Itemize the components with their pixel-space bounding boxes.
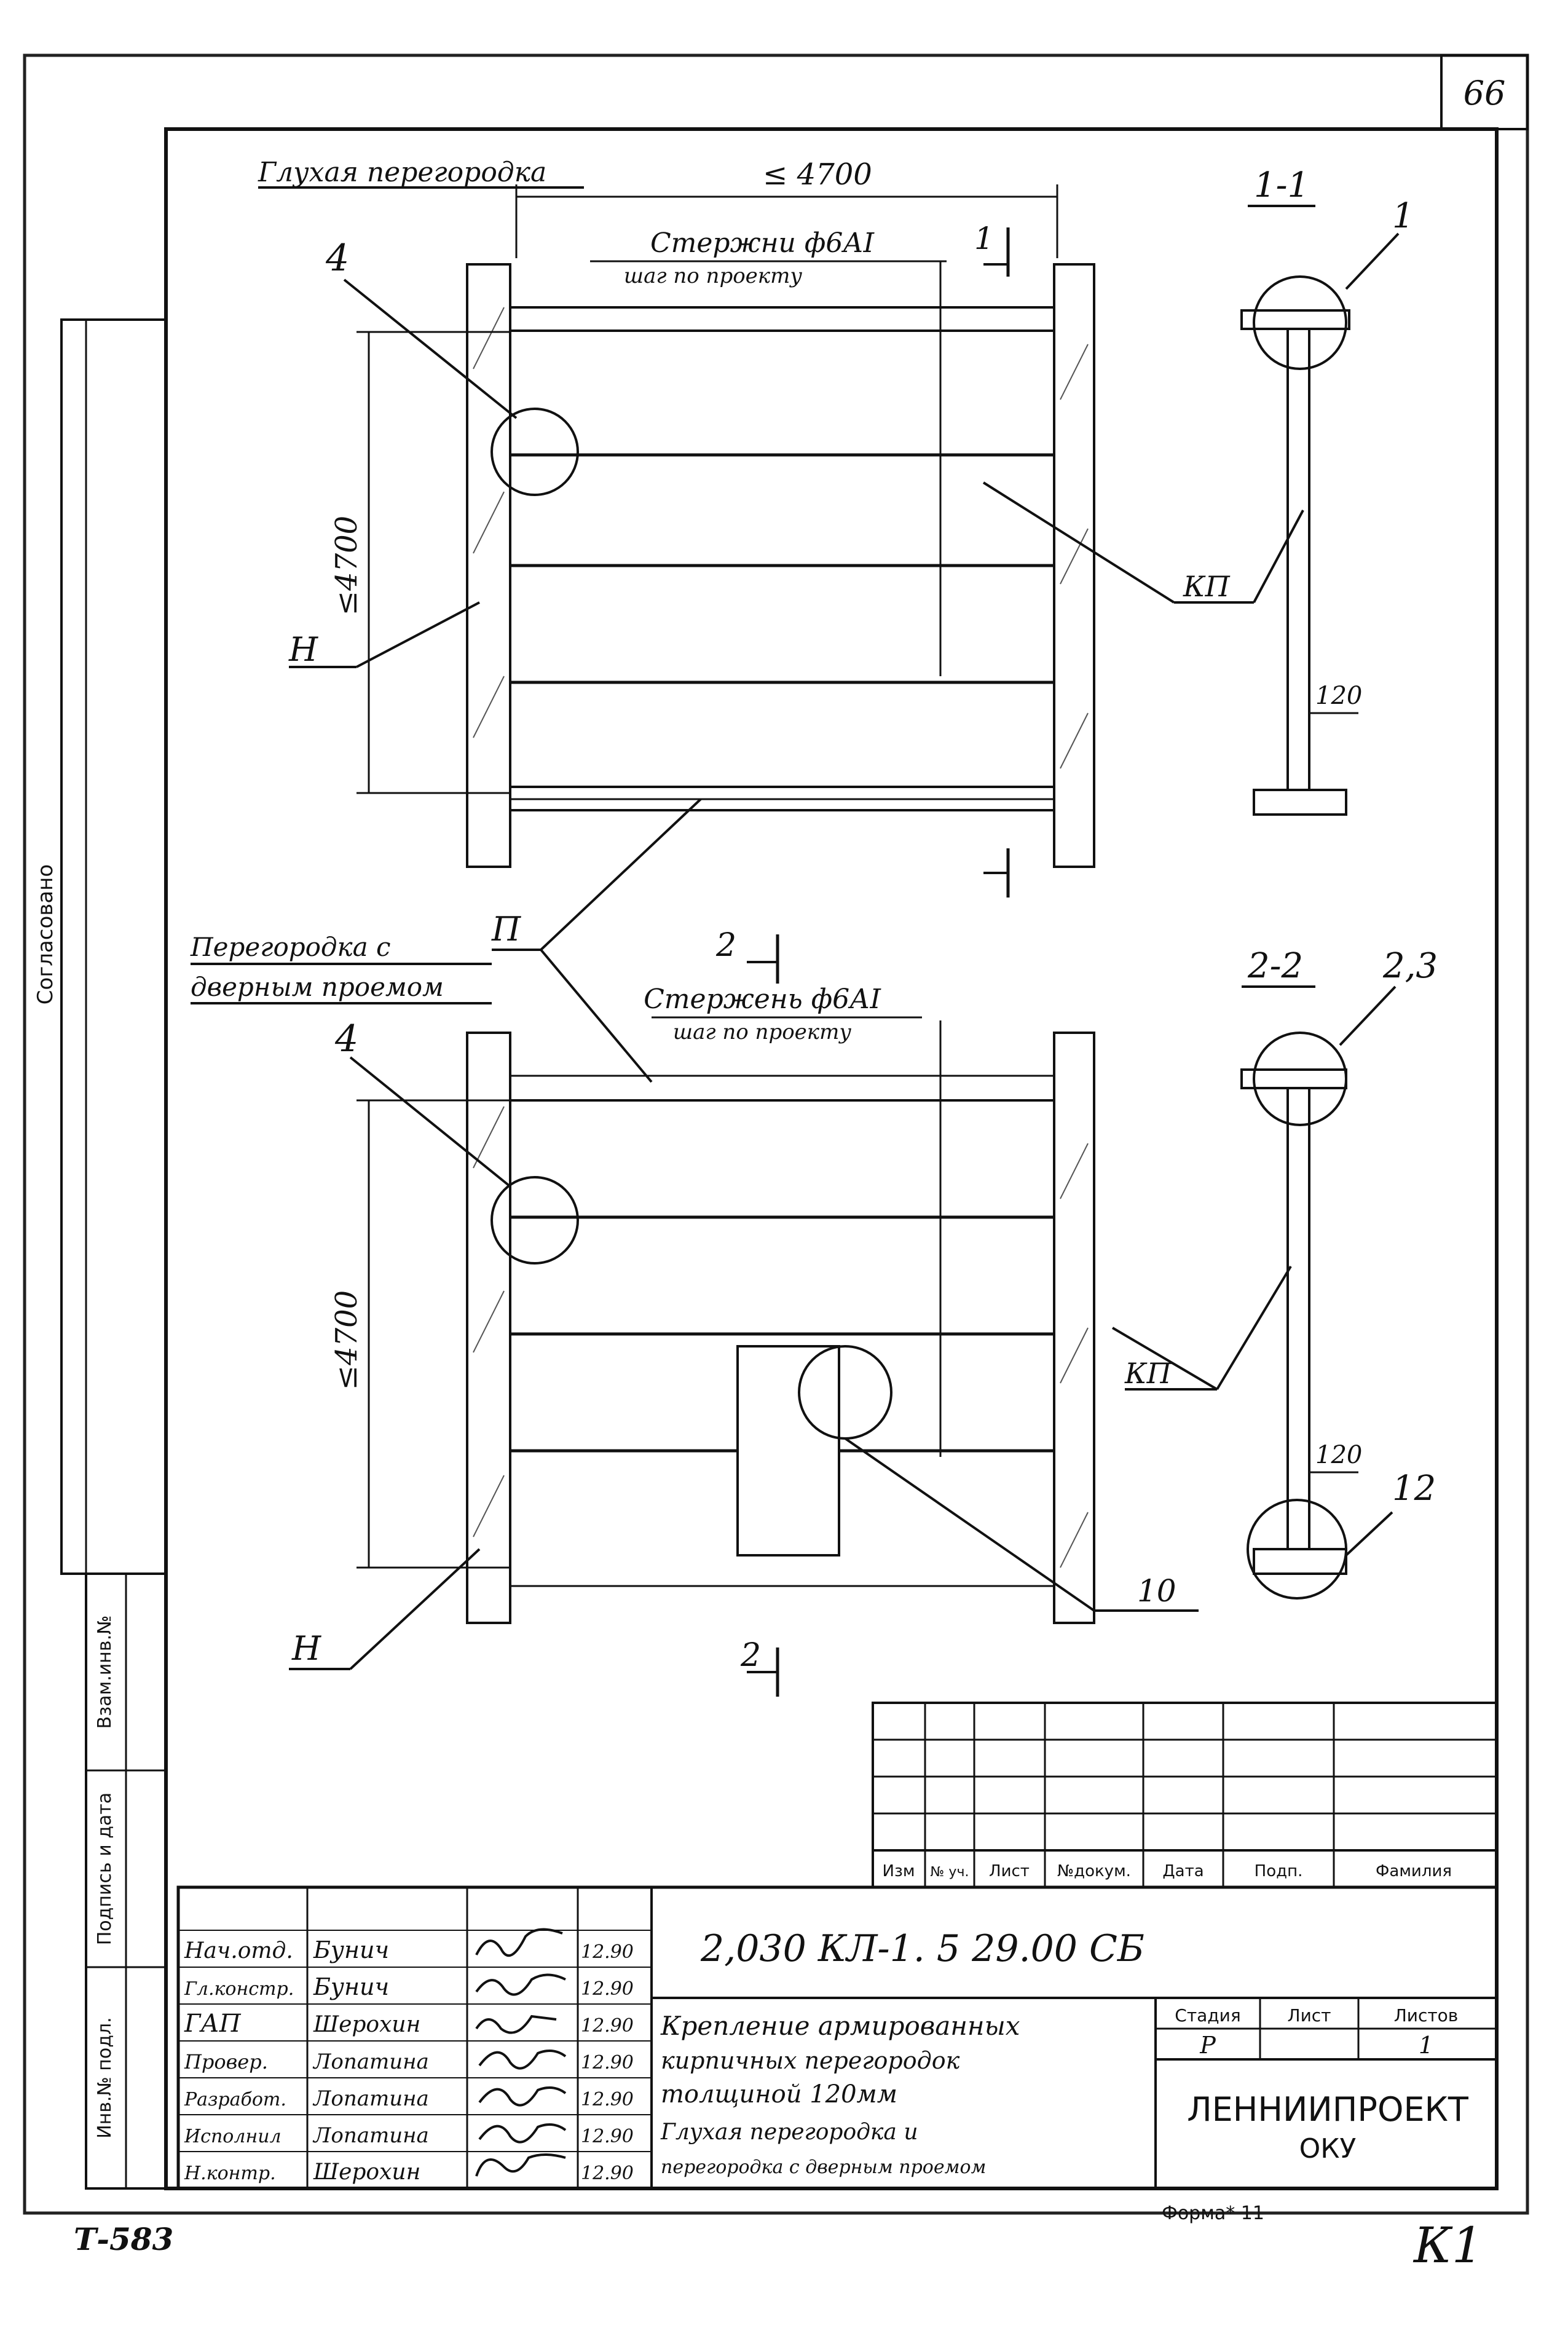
description-line-1: Крепление армированных [660,2011,1020,2041]
frame-label-top: КП [1183,570,1231,603]
rev-header-izm: Изм [883,1862,915,1880]
signatures [475,1928,567,2177]
rev-header-name: Фамилия [1376,1862,1452,1880]
name-5: Лопатина [312,2086,429,2111]
frame-label-bottom: КП [1124,1357,1172,1390]
name-6: Лопатина [312,2123,429,2148]
section-1-1-title: 1-1 [1254,165,1309,205]
name-3: Шерохин [313,2012,420,2037]
rev-header-doc: №докум. [1057,1862,1131,1880]
detail-callout-bottom: 4 [334,1017,358,1060]
section-mark-2-bottom: 2 [740,1637,761,1674]
section-1-1: 1-1 1 120 [1240,165,1414,816]
page-number: 66 [1464,74,1506,112]
rod-step-bottom: шаг по проекту [673,1020,851,1044]
role-1: Нач.отд. [184,1938,293,1963]
organization: ЛЕННИИПРОЕКТ [1187,2090,1469,2129]
door-opening [736,1345,840,1557]
sign-date-label: Подпись и дата [94,1793,116,1946]
section-mark-2-top: 2 [715,927,736,964]
rev-header-date: Дата [1162,1862,1204,1880]
name-1: Бунич [313,1936,389,1963]
section-2-2-title: 2-2 [1247,946,1303,986]
blank-partition-view: Глухая перегородка ≤ 4700 Стержни ф6АI ш… [258,157,1304,898]
name-4: Лопатина [312,2050,429,2074]
rod-label-top: Стержни ф6АI [650,227,875,259]
name-2: Бунич [313,1973,389,2000]
date-1: 12.90 [581,1941,634,1963]
outer-frame [23,53,1529,2215]
date-7: 12.90 [581,2163,634,2184]
description-line-4: Глухая перегородка и [660,2120,918,2145]
section-2-callout-top: 2,3 [1382,946,1438,986]
date-5: 12.90 [581,2089,634,2110]
height-dimension-top: ≤4700 [329,516,364,615]
agreed-label: Согласовано [33,864,58,1004]
section-mark-1-top: 1 [974,221,994,256]
section-2-callout-bottom: 12 [1392,1469,1436,1509]
description-line-3: толщиной 120мм [661,2080,897,2109]
role-3: ГАП [184,2010,242,2038]
rev-header-uch: № уч. [931,1864,969,1880]
role-6: Исполнил [184,2126,282,2147]
role-4: Провер. [184,2050,268,2073]
stage-value: Р [1199,2032,1216,2059]
detail-callout-top: 4 [325,237,349,280]
door-partition-title-2: дверным проемом [191,972,444,1002]
swap-inv-label: Взам.инв.№ [94,1616,116,1729]
date-2: 12.90 [581,1978,634,2000]
blank-partition-title: Глухая перегородка [258,157,546,188]
department: ОКУ [1299,2133,1357,2164]
inv-orig-label: Инв.№ подл. [94,2017,116,2138]
name-7: Шерохин [313,2160,420,2185]
door-partition-title: Перегородка с [190,932,391,962]
sheet-label: Лист [1288,2005,1331,2026]
rev-header-list: Лист [989,1862,1030,1880]
height-dimension-bottom: ≤4700 [329,1290,364,1390]
door-partition-view: Перегородка с дверным проемом П 2 Стерже… [190,798,1292,1697]
rev-header-sign: Подп. [1255,1862,1303,1880]
section-1-callout: 1 [1392,196,1414,236]
role-2: Гл.констр. [184,1978,294,2000]
sheets-value: 1 [1419,2032,1433,2059]
anchor-label-top: Н [288,630,318,669]
sheets-label: Листов [1394,2005,1459,2026]
role-5: Разработ. [184,2089,286,2110]
revision-table: Изм № уч. Лист №докум. Дата Подп. Фамили… [872,1702,1498,1888]
section-2-thickness: 120 [1315,1441,1362,1469]
partition-label: П [491,910,521,949]
form-label: Форма* 11 [1162,2203,1264,2224]
title-block: Нач.отд. Гл.констр. ГАП Провер. Разработ… [176,1885,1499,2190]
section-2-2: 2-2 2,3 120 12 [1240,946,1438,1600]
rod-step-top: шаг по проекту [624,264,802,288]
side-strip: Согласовано Взам.инв.№ Подпись и дата Ин… [33,318,167,2190]
inventory-number: Т-583 [74,2221,173,2257]
stage-label: Стадия [1175,2005,1240,2026]
date-6: 12.90 [581,2126,634,2147]
anchor-label-bottom: Н [291,1629,321,1668]
date-4: 12.90 [581,2052,634,2073]
span-dimension: ≤ 4700 [763,157,872,192]
date-3: 12.90 [581,2015,634,2037]
description-line-5: перегородка с дверным проемом [661,2156,986,2178]
page-number-box: 66 [1440,54,1529,130]
section-1-thickness: 120 [1315,682,1362,710]
designation: 2,030 КЛ-1. 5 29.00 СБ [700,1927,1144,1970]
description-line-2: кирпичных перегородок [661,2047,960,2074]
corner-signature: К1 [1412,2217,1483,2274]
role-7: Н.контр. [184,2163,276,2184]
door-callout: 10 [1137,1573,1176,1609]
rod-label-bottom: Стержень ф6АI [644,984,881,1015]
